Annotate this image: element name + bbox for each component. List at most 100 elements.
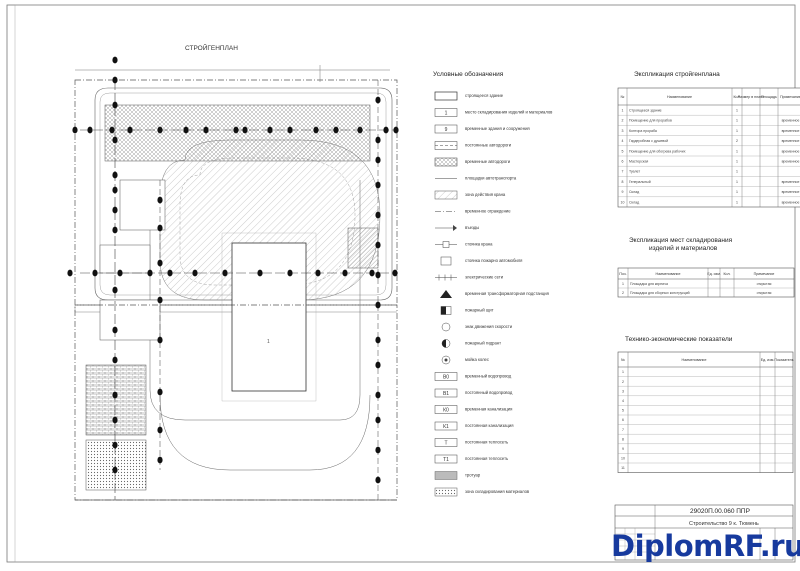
legend-symbol: 9 (434, 124, 458, 134)
table-header-cell: № (621, 358, 625, 362)
table-row: 10 (618, 453, 793, 461)
stamp-project: Строительство 9 к. Тюмень (689, 521, 759, 527)
legend-symbol (434, 157, 458, 167)
table-cell: временное (782, 200, 800, 204)
table-cell: временное (782, 180, 800, 184)
legend-label: постоянные автодороги (465, 143, 512, 148)
fence-markers (67, 56, 399, 484)
fence-marker (203, 126, 209, 134)
legend-item: въезды (435, 225, 479, 231)
svg-text:В1: В1 (443, 391, 449, 397)
table-cell: временное (782, 119, 800, 123)
legend-item: пожарный гидрант (441, 339, 501, 348)
table-cell: 9 (622, 190, 624, 194)
fence-marker (375, 271, 381, 279)
table-header-cell: Размер в плане (738, 95, 764, 99)
legend-label: временная трансформаторная подстанция (465, 291, 549, 296)
legend-label: строящееся здание (465, 93, 504, 98)
fence-marker (375, 391, 381, 399)
table-cell: Склад (629, 200, 639, 204)
table-cell: Мастерская (629, 160, 648, 164)
legend-symbol (440, 306, 452, 315)
table-cell: 10 (621, 457, 625, 461)
fence-marker (112, 326, 118, 334)
table-cell: 9 (622, 447, 624, 451)
table-cell: Гардеробная с душевой (629, 139, 668, 143)
fence-marker (117, 269, 123, 277)
storage-title-1: Экспликация мест складирования (629, 237, 733, 244)
storage-area-bricks (85, 364, 147, 436)
table-cell: 4 (622, 399, 624, 403)
table-header-cell: Примечание (754, 272, 775, 276)
table-row: 11 (618, 462, 793, 470)
table-cell: 6 (622, 160, 624, 164)
table-cell: 1 (622, 109, 624, 113)
legend-label: постоянная канализация (465, 423, 513, 428)
legend-label: тротуар (465, 473, 481, 478)
legend-label: мойка колес (465, 357, 489, 362)
table-header-cell: № (621, 95, 625, 99)
legend-item: площадки автотранспорта (435, 176, 517, 181)
fence-marker (112, 76, 118, 84)
title-block: 29020П.00.060 ППР Строительство 9 к. Тюм… (614, 504, 794, 561)
temp-building (347, 227, 379, 269)
table-cell: 8 (622, 180, 624, 184)
table-cell: 10 (621, 200, 625, 204)
fence-marker (375, 241, 381, 249)
table-row: 7 (618, 424, 793, 432)
legend-item: зона складирования материалов (434, 487, 530, 497)
table-cell: Строящееся здание (629, 109, 662, 113)
fence-marker (369, 269, 375, 277)
svg-text:В0: В0 (443, 375, 449, 381)
stamp-code: 29020П.00.060 ППР (690, 508, 750, 515)
fence-marker (72, 126, 78, 134)
legend-symbol (441, 355, 451, 365)
fence-marker (393, 126, 399, 134)
fence-marker (333, 126, 339, 134)
legend-symbol (435, 274, 457, 281)
table-row: 1 (622, 370, 624, 374)
fence-marker (112, 171, 118, 179)
legend-item: временные автодороги (434, 157, 511, 167)
fence-marker (167, 269, 173, 277)
table-cell: 1 (622, 370, 624, 374)
table-cell: 4 (622, 139, 624, 143)
legend-item: пожарный щит (440, 306, 494, 315)
fence-marker (112, 206, 118, 214)
table-cell: временное (782, 139, 800, 143)
fence-marker (87, 126, 93, 134)
fence-marker (67, 269, 73, 277)
table-cell: Площадка для кирпича (630, 282, 668, 286)
table-cell: 11 (621, 466, 625, 470)
fence-marker (233, 126, 239, 134)
legend-symbol (434, 141, 458, 150)
table-cell: временное (782, 129, 800, 133)
legend-symbol (441, 322, 451, 332)
table-cell: открытая (757, 282, 772, 286)
legend-item: электрические сети (435, 274, 504, 281)
legend-item: стоянка крана (435, 241, 493, 248)
fence-marker (112, 101, 118, 109)
table-frame (617, 351, 794, 473)
legend-label: зона складирования материалов (465, 489, 530, 494)
temp-building (99, 244, 151, 274)
legend-label: стоянка пожарно автомобиля (465, 258, 522, 263)
fence-marker (157, 296, 163, 304)
legend-symbol: В1 (434, 388, 458, 398)
fence-marker (375, 301, 381, 309)
legend-symbol (434, 487, 458, 497)
table-cell: Склад (629, 190, 639, 194)
table-cell: Контора прораба (629, 129, 657, 133)
table-cell: 1 (736, 190, 738, 194)
legend-symbol: Т (434, 438, 458, 447)
